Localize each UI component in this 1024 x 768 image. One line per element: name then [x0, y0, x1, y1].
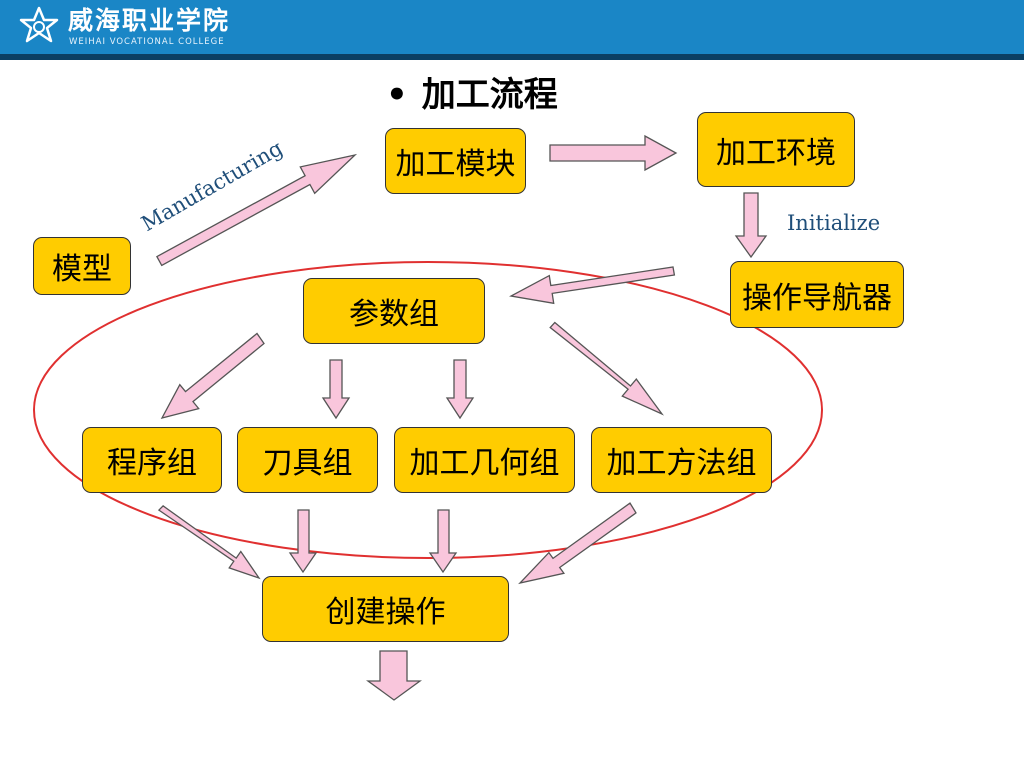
arrow-module-to-environment — [549, 134, 678, 172]
initialize-label: Initialize — [787, 211, 881, 235]
node-geometry-group[interactable]: 加工几何组 — [394, 427, 575, 493]
college-name: 威海职业学院 — [68, 6, 231, 35]
node-cam-module[interactable]: 加工模块 — [385, 128, 526, 194]
college-emblem-icon — [19, 6, 59, 43]
node-method-group[interactable]: 加工方法组 — [591, 427, 772, 493]
parameter-group-ellipse — [33, 261, 823, 559]
arrow-environment-to-navigator — [734, 192, 768, 259]
node-operation-navigator[interactable]: 操作导航器 — [730, 261, 904, 328]
node-cam-environment[interactable]: 加工环境 — [697, 112, 855, 187]
header-bar — [0, 0, 1024, 54]
arrow-create-output — [366, 650, 422, 701]
slide-title: • 加工流程 — [386, 72, 558, 118]
college-name-en: WEIHAI VOCATIONAL COLLEGE — [69, 37, 225, 47]
node-tool-group[interactable]: 刀具组 — [237, 427, 378, 493]
title-bullet: • — [386, 75, 408, 115]
arrow-parameters-to-geometry — [445, 359, 475, 420]
header-divider — [0, 54, 1024, 60]
arrow-program-to-create — [157, 505, 261, 580]
arrow-tool-to-create — [288, 509, 318, 574]
arrow-method-to-create — [518, 502, 637, 585]
arrow-geometry-to-create — [428, 509, 458, 574]
arrow-model-to-module — [156, 153, 358, 267]
arrow-parameters-to-method — [549, 321, 664, 416]
arrow-parameters-to-tool — [321, 359, 351, 420]
node-model[interactable]: 模型 — [33, 237, 131, 295]
arrow-parameters-to-program — [160, 332, 265, 419]
title-text: 加工流程 — [421, 75, 558, 115]
node-program-group[interactable]: 程序组 — [82, 427, 222, 493]
node-parameter-groups[interactable]: 参数组 — [303, 278, 485, 344]
node-create-operation[interactable]: 创建操作 — [262, 576, 509, 642]
arrow-navigator-to-parameters — [509, 266, 676, 305]
